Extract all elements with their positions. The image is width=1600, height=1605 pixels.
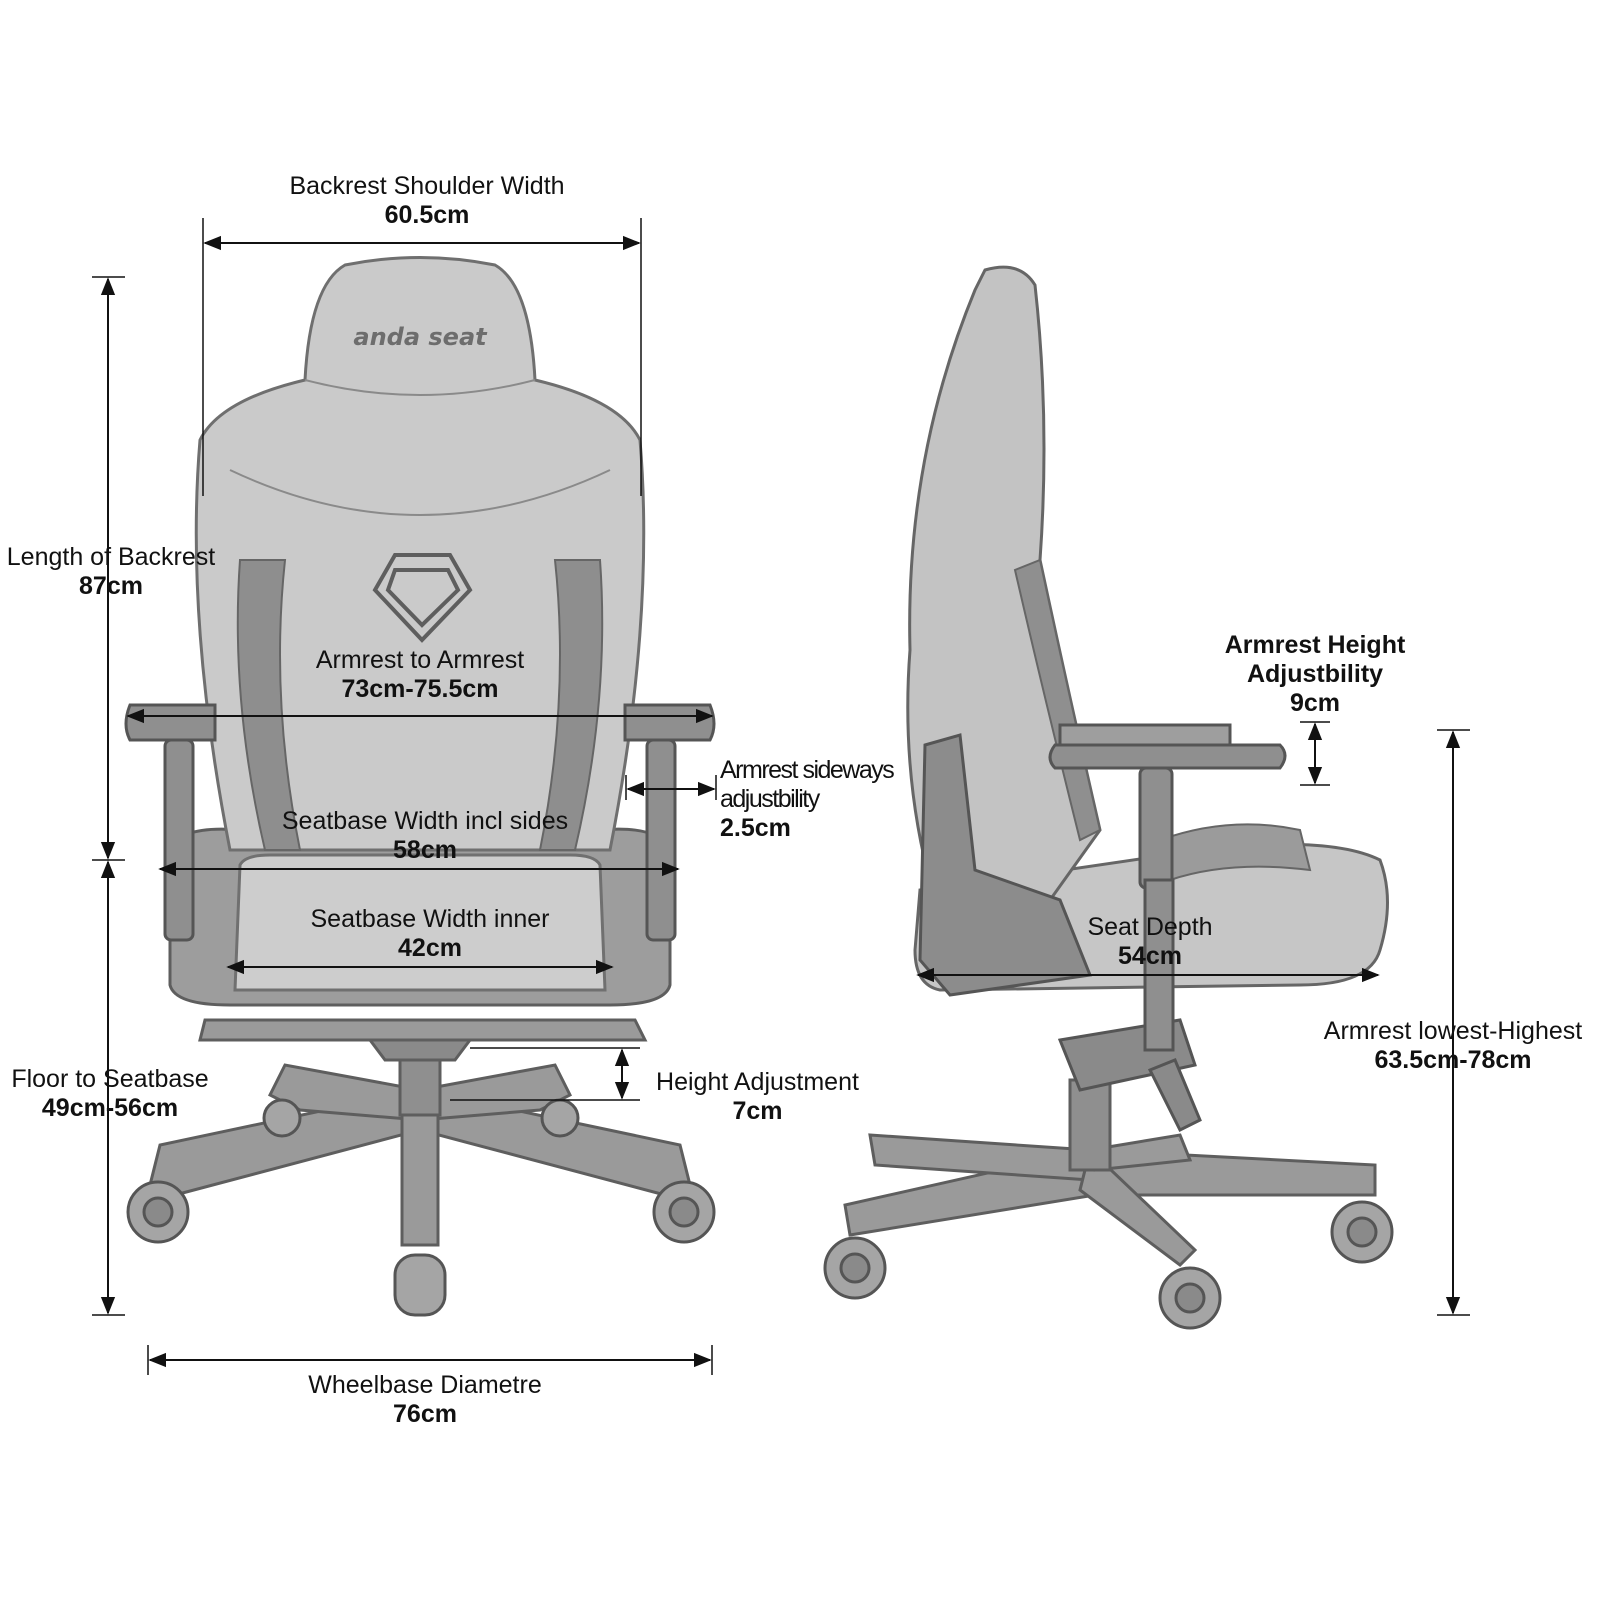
armrest-sideways-label: Armrest sideways adjustbility 2.5cm bbox=[720, 756, 920, 842]
label-value: 87cm bbox=[79, 571, 143, 600]
label-name: Length of Backrest bbox=[6, 543, 216, 571]
label-value: 76cm bbox=[393, 1399, 457, 1428]
anda-seat-emblem bbox=[372, 553, 473, 643]
armrest-height-adjustability-label: Armrest Height Adjustbility 9cm bbox=[1205, 631, 1425, 717]
label-name: Wheelbase Diametre bbox=[308, 1371, 542, 1399]
label-name: Seatbase Width inner bbox=[310, 905, 550, 933]
floor-to-seatbase-label: Floor to Seatbase 49cm-56cm bbox=[0, 1065, 220, 1123]
side-casters bbox=[823, 1200, 1394, 1330]
brand-logo-text: anda seat bbox=[353, 323, 488, 351]
label-value: 42cm bbox=[398, 933, 462, 962]
height-adjustment-label: Height Adjustment 7cm bbox=[645, 1068, 870, 1126]
side-chair-illustration bbox=[823, 265, 1394, 1330]
label-name: Height Adjustment bbox=[656, 1068, 859, 1096]
label-value: 54cm bbox=[1118, 941, 1182, 970]
label-value: 58cm bbox=[393, 835, 457, 864]
label-name: Seat Depth bbox=[1087, 913, 1213, 941]
label-name: Armrest to Armrest bbox=[315, 646, 525, 674]
label-value: 60.5cm bbox=[384, 200, 470, 229]
label-value: 63.5cm-78cm bbox=[1374, 1045, 1532, 1074]
front-seat-mechanism bbox=[198, 1018, 648, 1042]
dimension-lines bbox=[92, 218, 1470, 1375]
label-name-line1: Armrest Height bbox=[1224, 631, 1406, 659]
label-value: 7cm bbox=[732, 1096, 783, 1125]
label-name-line1: Armrest sideways bbox=[720, 756, 895, 784]
front-casters bbox=[126, 1098, 716, 1317]
backrest-shoulder-width-label: Backrest Shoulder Width 60.5cm bbox=[262, 172, 592, 230]
side-gas-cylinder bbox=[1143, 878, 1175, 1052]
backrest-length-label: Length of Backrest 87cm bbox=[0, 543, 222, 601]
label-name: Floor to Seatbase bbox=[11, 1065, 209, 1093]
side-recline-bracket bbox=[918, 733, 1093, 997]
side-armrest bbox=[1048, 723, 1287, 890]
label-value: 73cm-75.5cm bbox=[341, 674, 499, 703]
front-chair-illustration: anda seat bbox=[124, 256, 716, 1317]
label-value: 2.5cm bbox=[720, 813, 791, 842]
front-wheelbase bbox=[148, 1063, 692, 1247]
armrest-lowest-highest-label: Armrest lowest-Highest 63.5cm-78cm bbox=[1308, 1017, 1598, 1075]
label-name: Armrest lowest-Highest bbox=[1323, 1017, 1583, 1045]
label-name: Seatbase Width incl sides bbox=[281, 807, 569, 835]
seatbase-width-inner-label: Seatbase Width inner 42cm bbox=[280, 905, 580, 963]
seat-depth-label: Seat Depth 54cm bbox=[1060, 913, 1240, 971]
seatbase-width-sides-label: Seatbase Width incl sides 58cm bbox=[270, 807, 580, 865]
armrest-to-armrest-label: Armrest to Armrest 73cm-75.5cm bbox=[290, 646, 550, 704]
label-name: Backrest Shoulder Width bbox=[289, 172, 565, 200]
label-name-line2: adjustbility bbox=[720, 784, 820, 813]
wheelbase-diameter-label: Wheelbase Diametre 76cm bbox=[280, 1371, 570, 1429]
side-wheelbase bbox=[843, 1078, 1377, 1267]
label-name-line2: Adjustbility bbox=[1246, 659, 1384, 688]
label-value: 9cm bbox=[1289, 688, 1341, 717]
label-value: 49cm-56cm bbox=[41, 1093, 179, 1122]
